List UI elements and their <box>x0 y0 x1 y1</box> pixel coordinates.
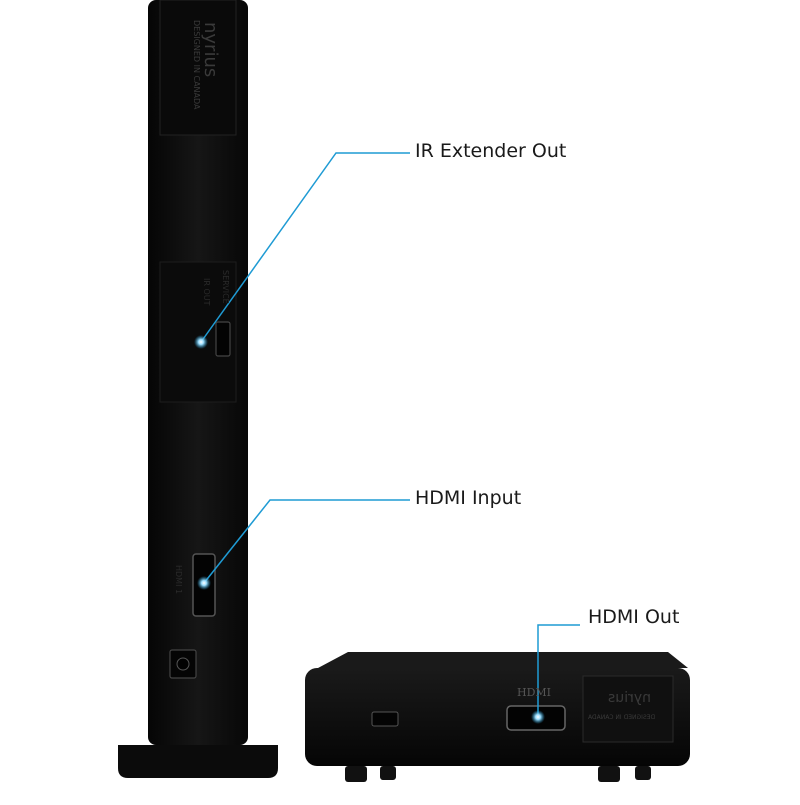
receiver-logo-panel <box>582 675 674 743</box>
hdmi-out-label: HDMI Out <box>588 606 680 628</box>
tower-transmitter <box>118 0 278 778</box>
receiver-foot <box>598 766 620 782</box>
hdmi-input-callout-dot <box>197 576 211 590</box>
receiver-box <box>305 652 690 782</box>
hdmi-out-callout-dot <box>531 710 545 724</box>
power-jack-hole <box>176 657 190 671</box>
receiver-foot <box>380 766 396 780</box>
receiver-hdmi-label: HDMI <box>517 686 552 699</box>
tower-stand <box>118 745 278 778</box>
tower-ir-out-text: IR OUT <box>202 278 211 306</box>
ir-callout-dot <box>194 335 208 349</box>
tower-hdmi-port-label: HDMI 1 <box>174 565 183 595</box>
tower-service-text: SERVICE <box>221 270 230 304</box>
tower-logo-panel <box>159 0 237 136</box>
receiver-foot <box>345 766 367 782</box>
hdmi-input-label: HDMI Input <box>415 487 522 509</box>
service-usb-port <box>215 321 231 357</box>
tower-designed-text: DESIGNED IN CANADA <box>192 20 201 110</box>
receiver-foot <box>635 766 651 780</box>
tower-logo-text: nyrius <box>200 22 221 78</box>
receiver-usb-port <box>371 711 399 727</box>
receiver-designed-text: DESIGNED IN CANADA <box>588 714 656 721</box>
ir-extender-out-label: IR Extender Out <box>415 140 567 162</box>
receiver-logo-text: nyrius <box>608 690 651 706</box>
callout-lines <box>200 152 580 717</box>
hdmi-out-callout-line <box>537 624 580 717</box>
hdmi-input-callout-line <box>203 499 410 584</box>
ir-callout-line <box>200 152 410 343</box>
receiver-top <box>318 652 688 668</box>
